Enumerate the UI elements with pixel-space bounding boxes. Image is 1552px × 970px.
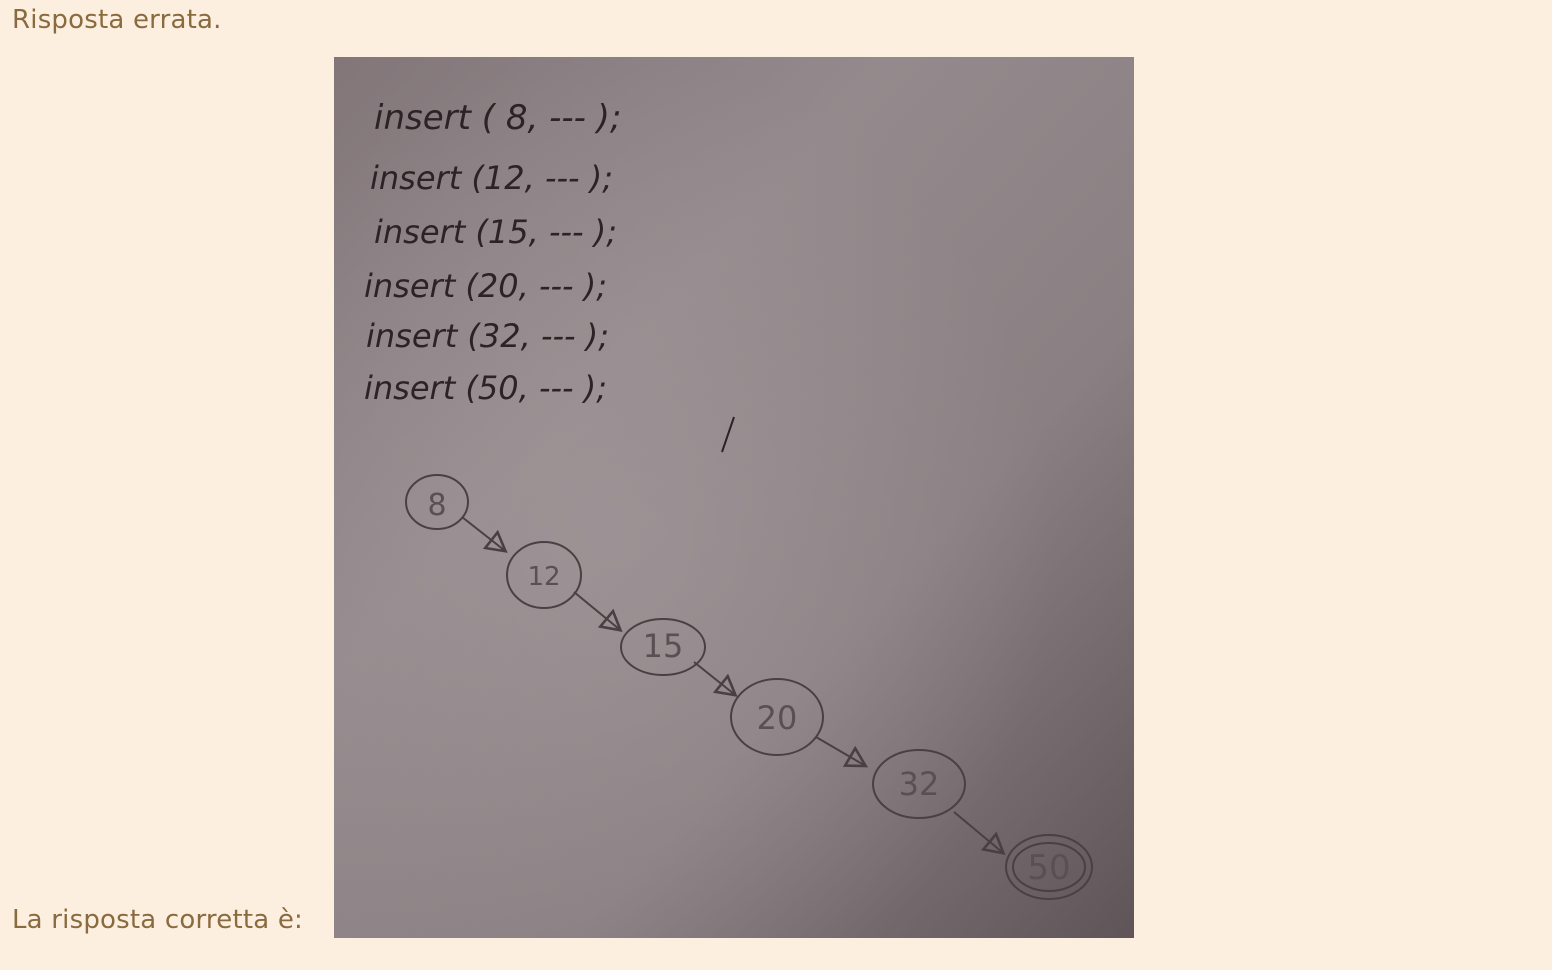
list-arrow bbox=[815, 736, 864, 765]
list-diagram bbox=[405, 474, 1093, 900]
insert-line-3: insert (15, --- ); bbox=[374, 213, 617, 251]
insert-line-1: insert ( 8, --- ); bbox=[374, 98, 621, 138]
list-node bbox=[872, 749, 966, 819]
node-label: 8 bbox=[427, 488, 446, 523]
list-arrow bbox=[693, 661, 734, 694]
list-node bbox=[506, 541, 582, 609]
correct-answer-label: La risposta corretta è: bbox=[12, 905, 303, 935]
list-arrow bbox=[953, 811, 1002, 852]
node-label: 50 bbox=[1027, 848, 1070, 888]
insert-line-5: insert (32, --- ); bbox=[366, 317, 609, 355]
list-node bbox=[620, 618, 706, 676]
insert-line-2: insert (12, --- ); bbox=[370, 159, 613, 197]
list-arrow bbox=[573, 591, 619, 629]
answer-photo: insert ( 8, --- ); insert (12, --- ); in… bbox=[334, 57, 1134, 938]
insert-lines: insert ( 8, --- ); insert (12, --- ); in… bbox=[364, 98, 735, 453]
list-arrow bbox=[461, 516, 504, 550]
node-label: 12 bbox=[527, 562, 560, 592]
node-label: 15 bbox=[643, 627, 684, 665]
insert-line-6: insert (50, --- ); bbox=[364, 369, 607, 407]
insert-line-4: insert (20, --- ); bbox=[364, 267, 607, 305]
list-node-labels: 8 12 15 20 32 50 bbox=[427, 488, 1070, 888]
list-node bbox=[405, 474, 469, 530]
node-label: 32 bbox=[899, 765, 940, 803]
list-node bbox=[1005, 834, 1093, 900]
list-node bbox=[730, 678, 824, 756]
node-label: 20 bbox=[757, 699, 798, 737]
feedback-status-text: Risposta errata. bbox=[12, 5, 222, 35]
